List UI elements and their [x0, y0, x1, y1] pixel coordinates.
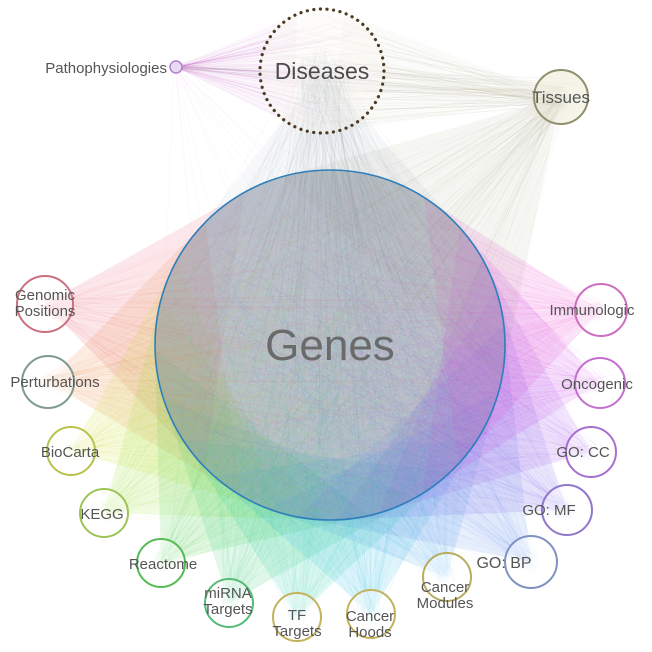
edge-cone-cancer_hoods: [214, 436, 480, 614]
edge-cone-biocarta: [71, 260, 281, 513]
edge-cone-perturbations: [48, 222, 242, 496]
edge-bundle-pathophysiologies-tissues: [173, 64, 583, 114]
node-tissues[interactable]: [533, 69, 589, 125]
edge-wash-biocarta: [71, 170, 505, 520]
node-label-reactome: Reactome: [129, 556, 197, 573]
edge-bundle-cancer_modules-genes: [176, 177, 478, 586]
edge-cone-tissues: [281, 97, 561, 382]
edge-cone-cancer_modules: [267, 391, 499, 577]
node-label-tissues: Tissues: [532, 88, 590, 107]
node-immunologic[interactable]: [574, 283, 628, 337]
node-label-pathophysiologies: Pathophysiologies: [45, 60, 167, 77]
node-label-biocarta: BioCarta: [41, 444, 100, 461]
node-perturbations[interactable]: [21, 355, 75, 409]
edge-bundle-pathophysiologies-genes: [161, 64, 434, 440]
node-label-go_mf: GO: MF: [522, 502, 575, 519]
edge-cone-go_mf: [337, 291, 567, 520]
edge-bundle-tissues-genes: [163, 86, 573, 496]
edge-bundle-tissues-diseases: [271, 15, 572, 127]
edge-wash-reactome: [155, 170, 505, 564]
edge-cone-tf_targets: [182, 439, 451, 617]
node-go_bp[interactable]: [504, 535, 558, 589]
node-reactome[interactable]: [136, 538, 186, 588]
edge-bundle-go_bp-genes: [162, 187, 540, 573]
node-labels: Genes Diseases PathophysiologiesTissuesImm…: [10, 58, 635, 641]
edge-bundle-genomic_positions-genes: [34, 187, 471, 515]
edge-wash-perturbations: [48, 170, 505, 520]
edge-bundle-oncogenic-genes: [163, 178, 610, 505]
edge-bundle-mirna_targets-genes: [184, 181, 476, 612]
node-label-go_bp: GO: BP: [476, 555, 531, 572]
edge-cone-mirna_targets: [163, 398, 417, 603]
node-label-immunologic: Immunologic: [549, 302, 635, 319]
node-label-perturbations: Perturbations: [10, 374, 99, 391]
node-label-diseases: Diseases: [275, 58, 370, 84]
edge-bundle-cancer_hoods-genes: [174, 195, 497, 624]
node-go_mf[interactable]: [541, 484, 593, 536]
edge-cone-tissues: [331, 13, 561, 133]
edge-bundle-pathophysiologies-diseases: [173, 21, 381, 129]
node-pathophysiologies[interactable]: [169, 60, 183, 74]
edge-cone-oncogenic: [422, 227, 600, 494]
node-kegg[interactable]: [79, 488, 129, 538]
edge-bundle-immunologic-genes: [169, 178, 610, 505]
node-circles: [16, 7, 628, 642]
edge-wash-immunologic: [155, 170, 602, 520]
node-tf_targets[interactable]: [272, 592, 322, 642]
node-label-kegg: KEGG: [80, 506, 123, 523]
edge-bundle-perturbations-genes: [38, 187, 494, 510]
edge-bundle-diseases-genes: [163, 46, 496, 508]
edge-wash-cancer_hoods: [155, 170, 505, 615]
node-mirna_targets[interactable]: [204, 578, 254, 628]
edge-wash-oncogenic: [155, 170, 600, 520]
node-go_cc[interactable]: [565, 426, 617, 478]
edge-bundle-go_cc-genes: [171, 178, 601, 507]
edge-cone-kegg: [104, 299, 325, 520]
edge-cone-go_cc: [378, 259, 591, 514]
edge-cone-go_bp: [296, 325, 531, 562]
edge-bundle-reactome-genes: [151, 178, 495, 573]
edge-wash-go_mf: [155, 170, 567, 520]
node-label-oncogenic: Oncogenic: [561, 376, 633, 393]
node-diseases[interactable]: [258, 7, 386, 135]
edge-wash-mirna_targets: [155, 170, 505, 604]
edge-wash-go_bp: [155, 170, 532, 562]
edge-cone-immunologic: [423, 197, 601, 464]
edge-bundle-tf_targets-genes: [170, 183, 491, 627]
node-label-go_cc: GO: CC: [556, 444, 610, 461]
edge-wash-tf_targets: [155, 170, 505, 617]
node-oncogenic[interactable]: [574, 357, 626, 409]
edge-cone-reactome: [155, 349, 369, 563]
node-biocarta[interactable]: [46, 426, 96, 476]
edge-bundle-biocarta-genes: [61, 179, 499, 510]
node-cancer_hoods[interactable]: [346, 589, 396, 639]
node-cancer_modules[interactable]: [422, 552, 472, 602]
edge-wash-genomic_positions: [45, 170, 505, 520]
edge-wash-kegg: [104, 170, 505, 520]
node-label-genes: Genes: [265, 321, 395, 370]
edge-wash-cancer_modules: [155, 170, 505, 577]
node-genomic_positions[interactable]: [16, 275, 74, 333]
node-genes[interactable]: [154, 169, 506, 521]
edge-lines: [34, 15, 610, 627]
edge-bundle-go_mf-genes: [163, 178, 577, 520]
edge-cone-genomic_positions: [45, 192, 245, 468]
